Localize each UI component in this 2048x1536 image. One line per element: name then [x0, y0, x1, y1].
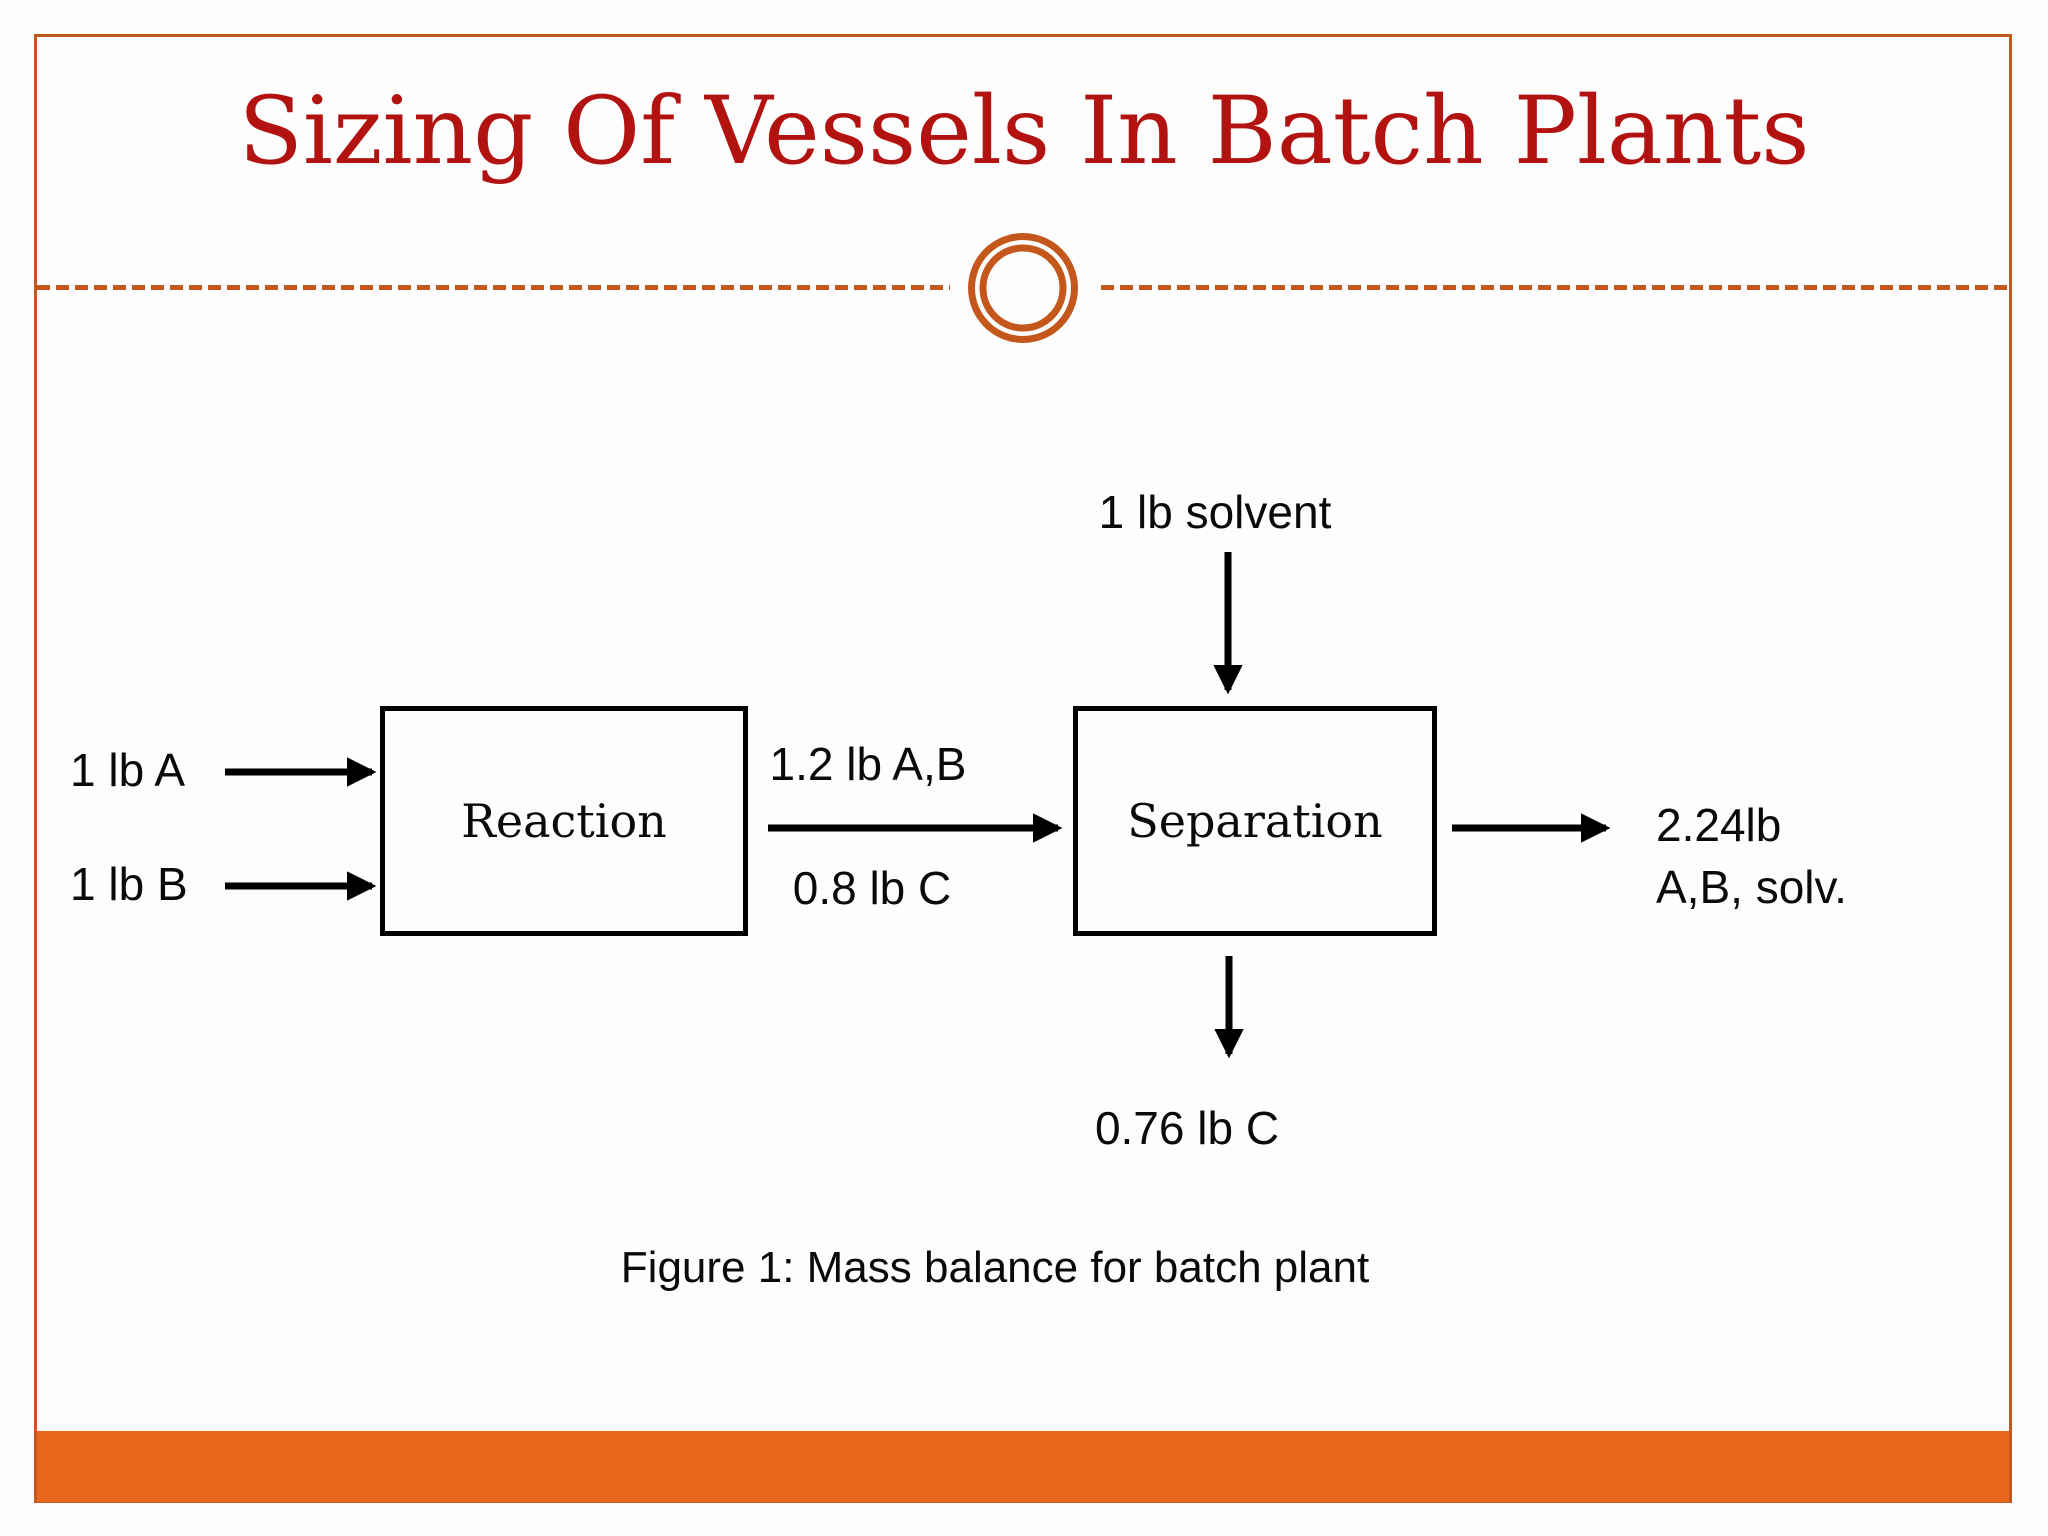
stream-label-intermediate-bottom: 0.8 lb C — [792, 862, 952, 914]
stream-label-output-bottom: 0.76 lb C — [1094, 1102, 1280, 1154]
reaction-box-label: Reaction — [461, 794, 667, 848]
stream-label-output-right: 2.24lb A,B, solv. — [1656, 794, 1847, 918]
reaction-box: Reaction — [380, 706, 748, 936]
stream-label-input-b: 1 lb B — [70, 858, 188, 910]
separation-box-label: Separation — [1127, 794, 1383, 848]
stream-label-input-a: 1 lb A — [70, 744, 186, 796]
separation-box: Separation — [1073, 706, 1437, 936]
stream-label-output-right-line1: 2.24lb — [1656, 799, 1782, 851]
footer-accent-bar — [37, 1431, 2009, 1502]
stream-label-output-right-line2: A,B, solv. — [1656, 861, 1847, 913]
slide-title: Sizing Of Vessels In Batch Plants — [238, 77, 1810, 186]
stream-label-intermediate-top: 1.2 lb A,B — [769, 738, 967, 790]
divider-double-circle-ornament — [950, 215, 1096, 361]
figure-caption: Figure 1: Mass balance for batch plant — [620, 1243, 1370, 1292]
stream-label-solvent: 1 lb solvent — [1098, 486, 1332, 538]
